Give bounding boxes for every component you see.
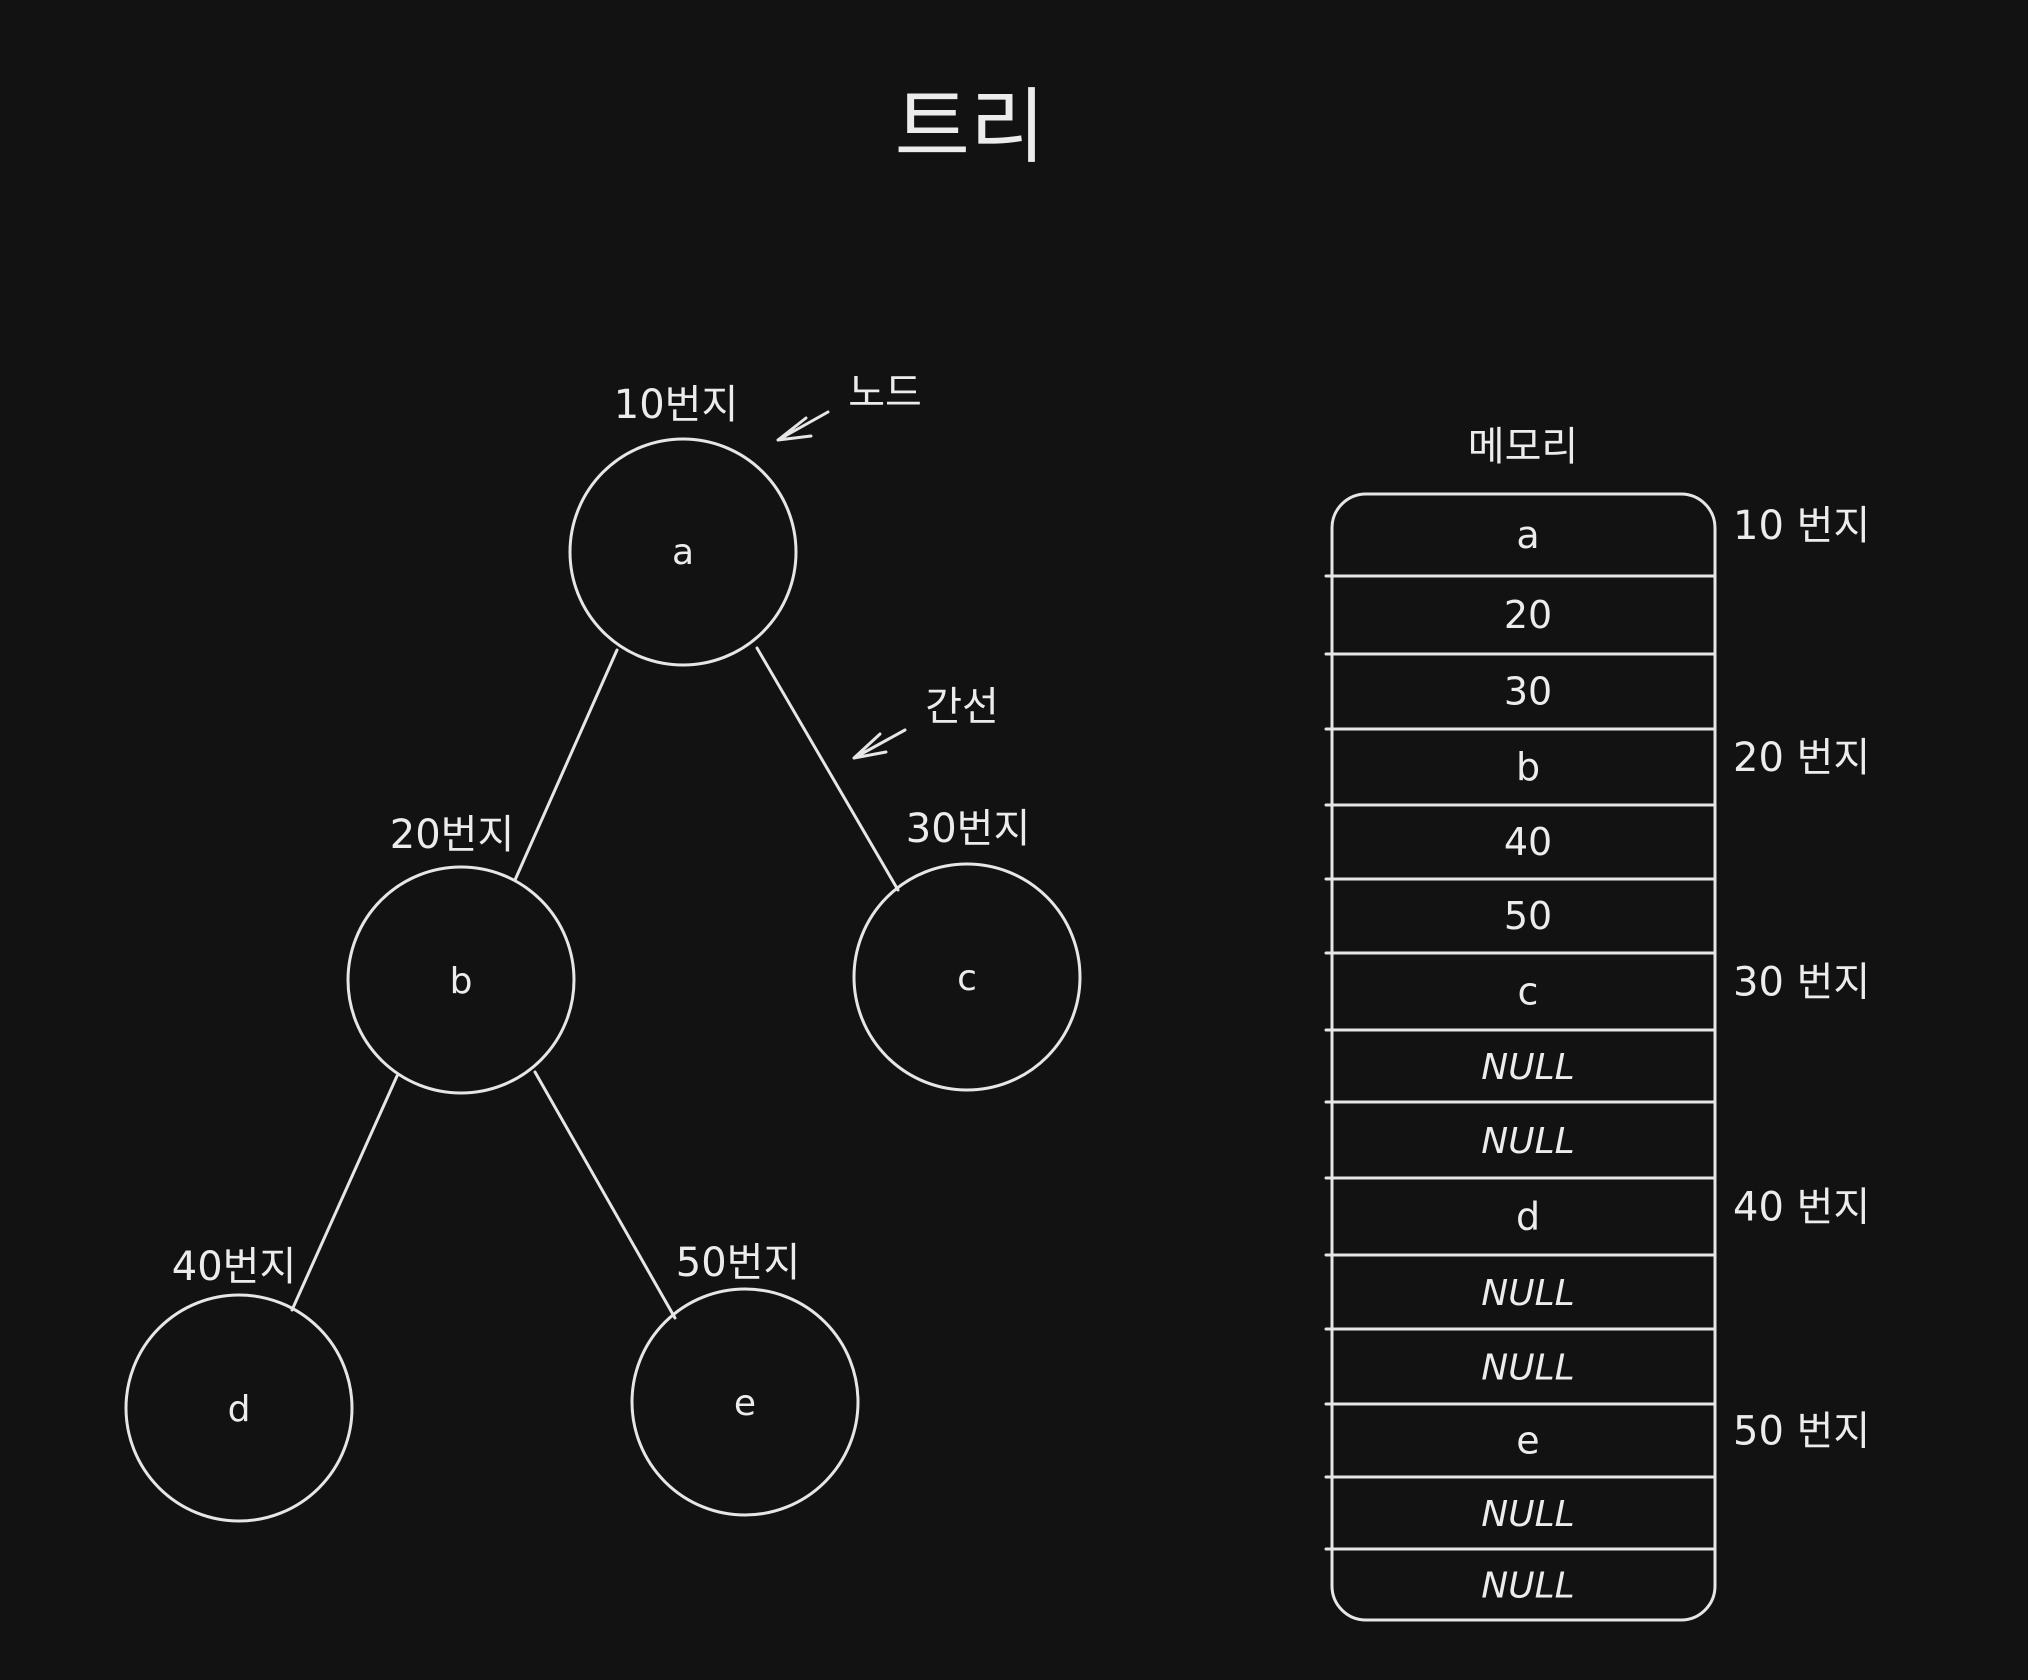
memory-cell: NULL (1481, 1121, 1574, 1162)
node-label: e (734, 1383, 756, 1424)
memory-cell: NULL (1481, 1047, 1574, 1088)
node-circle (630, 1287, 860, 1517)
node-circle (852, 862, 1082, 1092)
edge-annotation-arrow-icon (852, 728, 907, 760)
tree-node-d: d 40번지 (124, 1244, 354, 1523)
node-annotation: 노드 (776, 370, 922, 442)
memory-cell: NULL (1481, 1494, 1574, 1535)
tree-node-e: e 50번지 (630, 1240, 860, 1517)
node-circle (568, 437, 798, 667)
tree-node-b: b 20번지 (346, 812, 576, 1095)
memory-dividers (1324, 574, 1717, 1551)
memory-cell: 50 (1504, 894, 1552, 938)
memory-cell: NULL (1481, 1566, 1574, 1607)
node-circle (346, 865, 576, 1095)
node-annotation-arrow-icon (776, 410, 830, 442)
edge-annotation-label: 간선 (925, 684, 999, 730)
memory-box (1330, 492, 1717, 1622)
memory-cell: e (1516, 1419, 1539, 1463)
node-address: 50번지 (676, 1240, 801, 1286)
memory-cell: a (1516, 513, 1539, 557)
tree-node-a: a 10번지 (568, 382, 798, 667)
memory-address-label: 10 번지 (1733, 503, 1870, 549)
memory-address-label: 20 번지 (1733, 735, 1870, 781)
memory-cell: c (1518, 970, 1539, 1014)
edge-b-e (533, 1070, 677, 1320)
node-address: 40번지 (172, 1244, 297, 1290)
memory-addresses: 10 번지 20 번지 30 번지 40 번지 50 번지 (1733, 503, 1870, 1455)
node-address: 10번지 (614, 382, 739, 428)
diagram-title: 트리 (895, 80, 1046, 175)
memory-address-label: 30 번지 (1733, 960, 1870, 1006)
node-label: d (228, 1389, 251, 1430)
node-address: 30번지 (906, 806, 1031, 852)
node-label: a (672, 532, 694, 573)
memory-address-label: 50 번지 (1733, 1409, 1870, 1455)
tree-node-c: c 30번지 (852, 806, 1082, 1092)
memory-address-label: 40 번지 (1733, 1185, 1870, 1231)
tree-edges (290, 646, 900, 1320)
memory-cell: NULL (1481, 1273, 1574, 1314)
memory-cell: b (1516, 745, 1540, 789)
memory-cell: 20 (1504, 593, 1552, 637)
node-label: b (450, 961, 473, 1002)
edge-a-c (755, 646, 900, 892)
node-address: 20번지 (390, 812, 515, 858)
node-label: c (957, 958, 977, 999)
node-annotation-label: 노드 (848, 370, 922, 416)
memory-title: 메모리 (1468, 424, 1578, 470)
memory-cell: 40 (1504, 820, 1552, 864)
memory-cell: NULL (1481, 1348, 1574, 1389)
node-circle (124, 1293, 354, 1523)
edge-a-b (513, 648, 619, 882)
memory-cell: d (1516, 1195, 1540, 1239)
memory-cell: 30 (1504, 670, 1552, 714)
edge-annotation: 간선 (852, 684, 999, 760)
edge-b-d (290, 1074, 399, 1312)
